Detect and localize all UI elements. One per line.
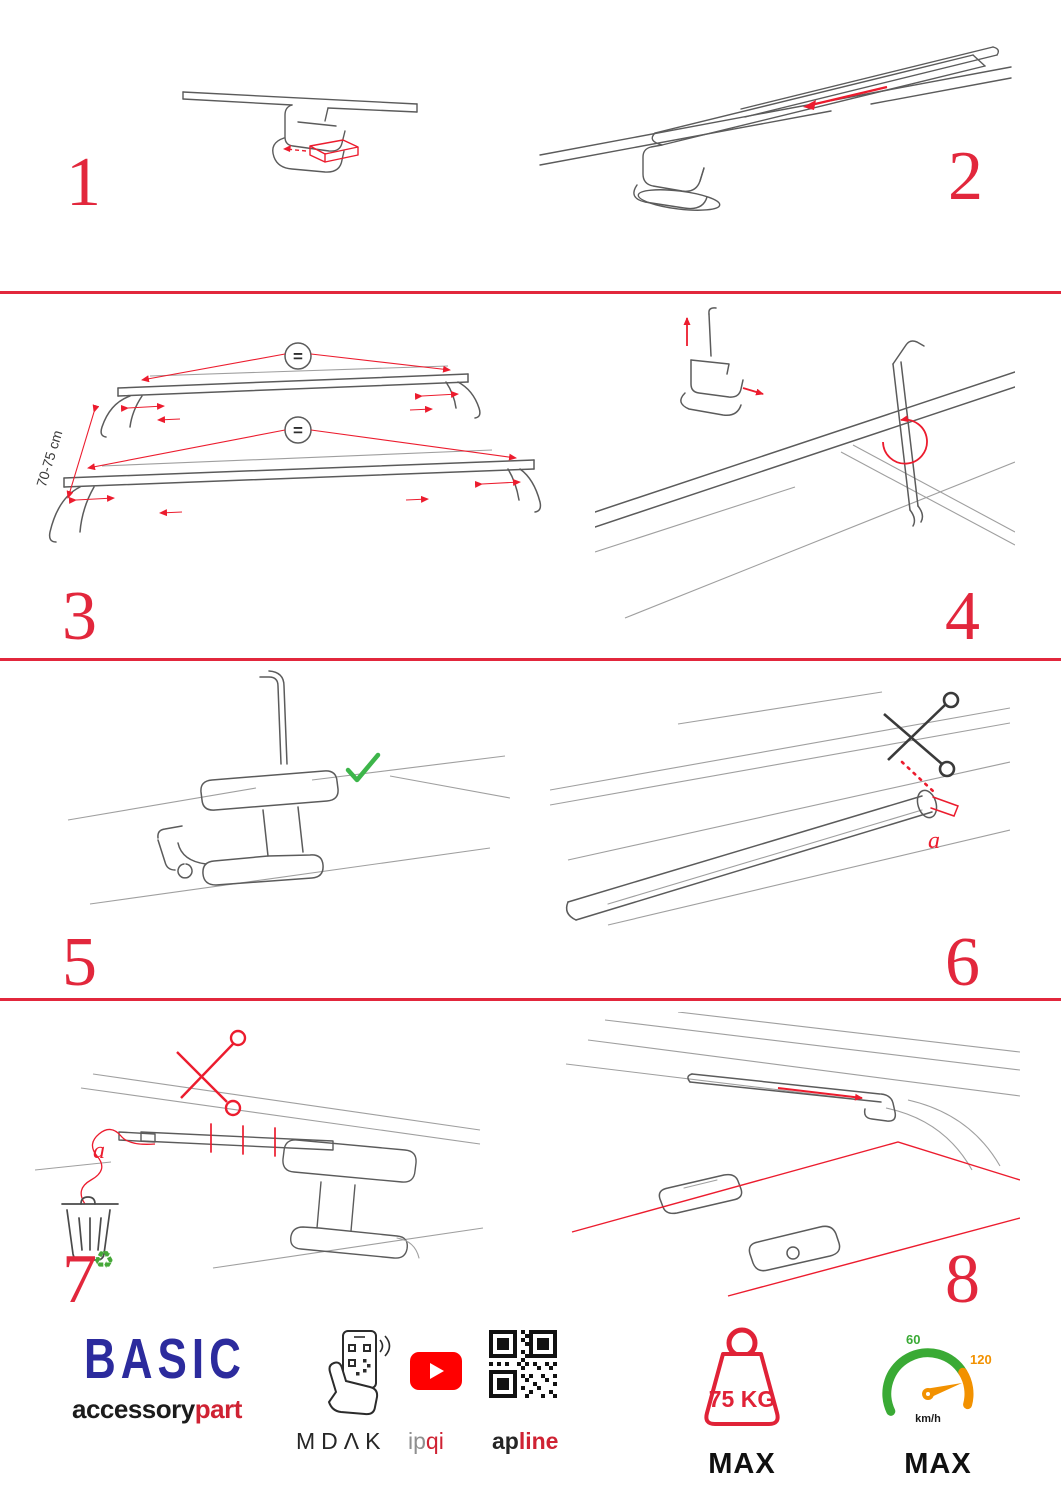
recycle-icon: ♻ bbox=[93, 1247, 115, 1274]
step-3-illustration: = = 70-75 cm bbox=[33, 342, 542, 543]
tighten-annotations bbox=[683, 317, 928, 465]
speed-unit-label: km/h bbox=[915, 1413, 941, 1425]
label-a: a bbox=[928, 828, 940, 854]
cut-marks bbox=[210, 1123, 276, 1157]
step-5-illustration bbox=[67, 670, 510, 905]
brand-logo: BASIC bbox=[84, 1328, 246, 1391]
youtube-icon bbox=[410, 1352, 462, 1390]
step-4-number: 4 bbox=[945, 578, 980, 655]
step-7-illustration: ♻ a bbox=[35, 1029, 484, 1274]
partner-ipqi: ipqi bbox=[408, 1428, 444, 1455]
step-2-illustration bbox=[539, 46, 1012, 211]
bar-distance-label: 70-75 cm bbox=[33, 428, 65, 488]
mount-area-annotations bbox=[571, 1087, 1020, 1297]
step-4-illustration bbox=[595, 307, 1015, 619]
speed-max-label: MAX bbox=[904, 1448, 972, 1480]
scissors-icon bbox=[176, 1029, 247, 1117]
weight-value: 75 KG bbox=[709, 1386, 775, 1412]
apline-black: ap bbox=[492, 1428, 519, 1454]
phone-scan-icon bbox=[327, 1330, 391, 1416]
partner-mdak: MDΛK bbox=[296, 1428, 387, 1454]
step-8-illustration bbox=[565, 1012, 1020, 1297]
section-divider bbox=[0, 658, 1061, 661]
rubber-pad-highlight bbox=[283, 139, 359, 163]
speedometer-needle bbox=[925, 1383, 962, 1399]
step-7-number: 7 bbox=[62, 1241, 97, 1318]
step-2-number: 2 bbox=[948, 138, 983, 215]
qr-code bbox=[489, 1330, 557, 1398]
section-divider bbox=[0, 291, 1061, 294]
label-a: a bbox=[93, 1138, 105, 1164]
weight-max-label: MAX bbox=[708, 1448, 776, 1480]
step-5-number: 5 bbox=[62, 924, 97, 1001]
speed-low-label: 60 bbox=[906, 1332, 920, 1347]
scissors-icon bbox=[883, 691, 960, 778]
section-divider bbox=[0, 998, 1061, 1001]
cut-strip-highlight bbox=[900, 760, 959, 817]
equal-bottom-label: = bbox=[293, 421, 303, 440]
trash-bin-icon bbox=[61, 1196, 119, 1261]
speedometer-icon: 60 120 km/h bbox=[882, 1332, 992, 1425]
ipqi-gray: ip bbox=[408, 1428, 426, 1454]
discard-thread-line bbox=[80, 1128, 156, 1205]
apline-red: line bbox=[518, 1428, 559, 1454]
wordmark-red: part bbox=[194, 1394, 243, 1424]
partner-apline: apline bbox=[492, 1428, 558, 1455]
slide-arrow bbox=[803, 85, 888, 110]
weight-icon: 75 KG bbox=[704, 1327, 780, 1426]
step-1-illustration bbox=[182, 91, 418, 173]
step-6-number: 6 bbox=[945, 924, 980, 1001]
step-8-number: 8 bbox=[945, 1241, 980, 1318]
brand-wordmark: accessorypart bbox=[72, 1394, 242, 1425]
step-1-number: 1 bbox=[66, 144, 101, 221]
step-6-illustration: a bbox=[550, 691, 1010, 926]
step-3-number: 3 bbox=[62, 578, 97, 655]
ipqi-red: qi bbox=[425, 1428, 444, 1454]
equal-top-label: = bbox=[293, 347, 303, 366]
speed-high-label: 120 bbox=[970, 1352, 992, 1367]
dimension-annotations bbox=[66, 353, 521, 517]
check-icon bbox=[345, 752, 381, 783]
wordmark-black: accessory bbox=[72, 1394, 195, 1424]
